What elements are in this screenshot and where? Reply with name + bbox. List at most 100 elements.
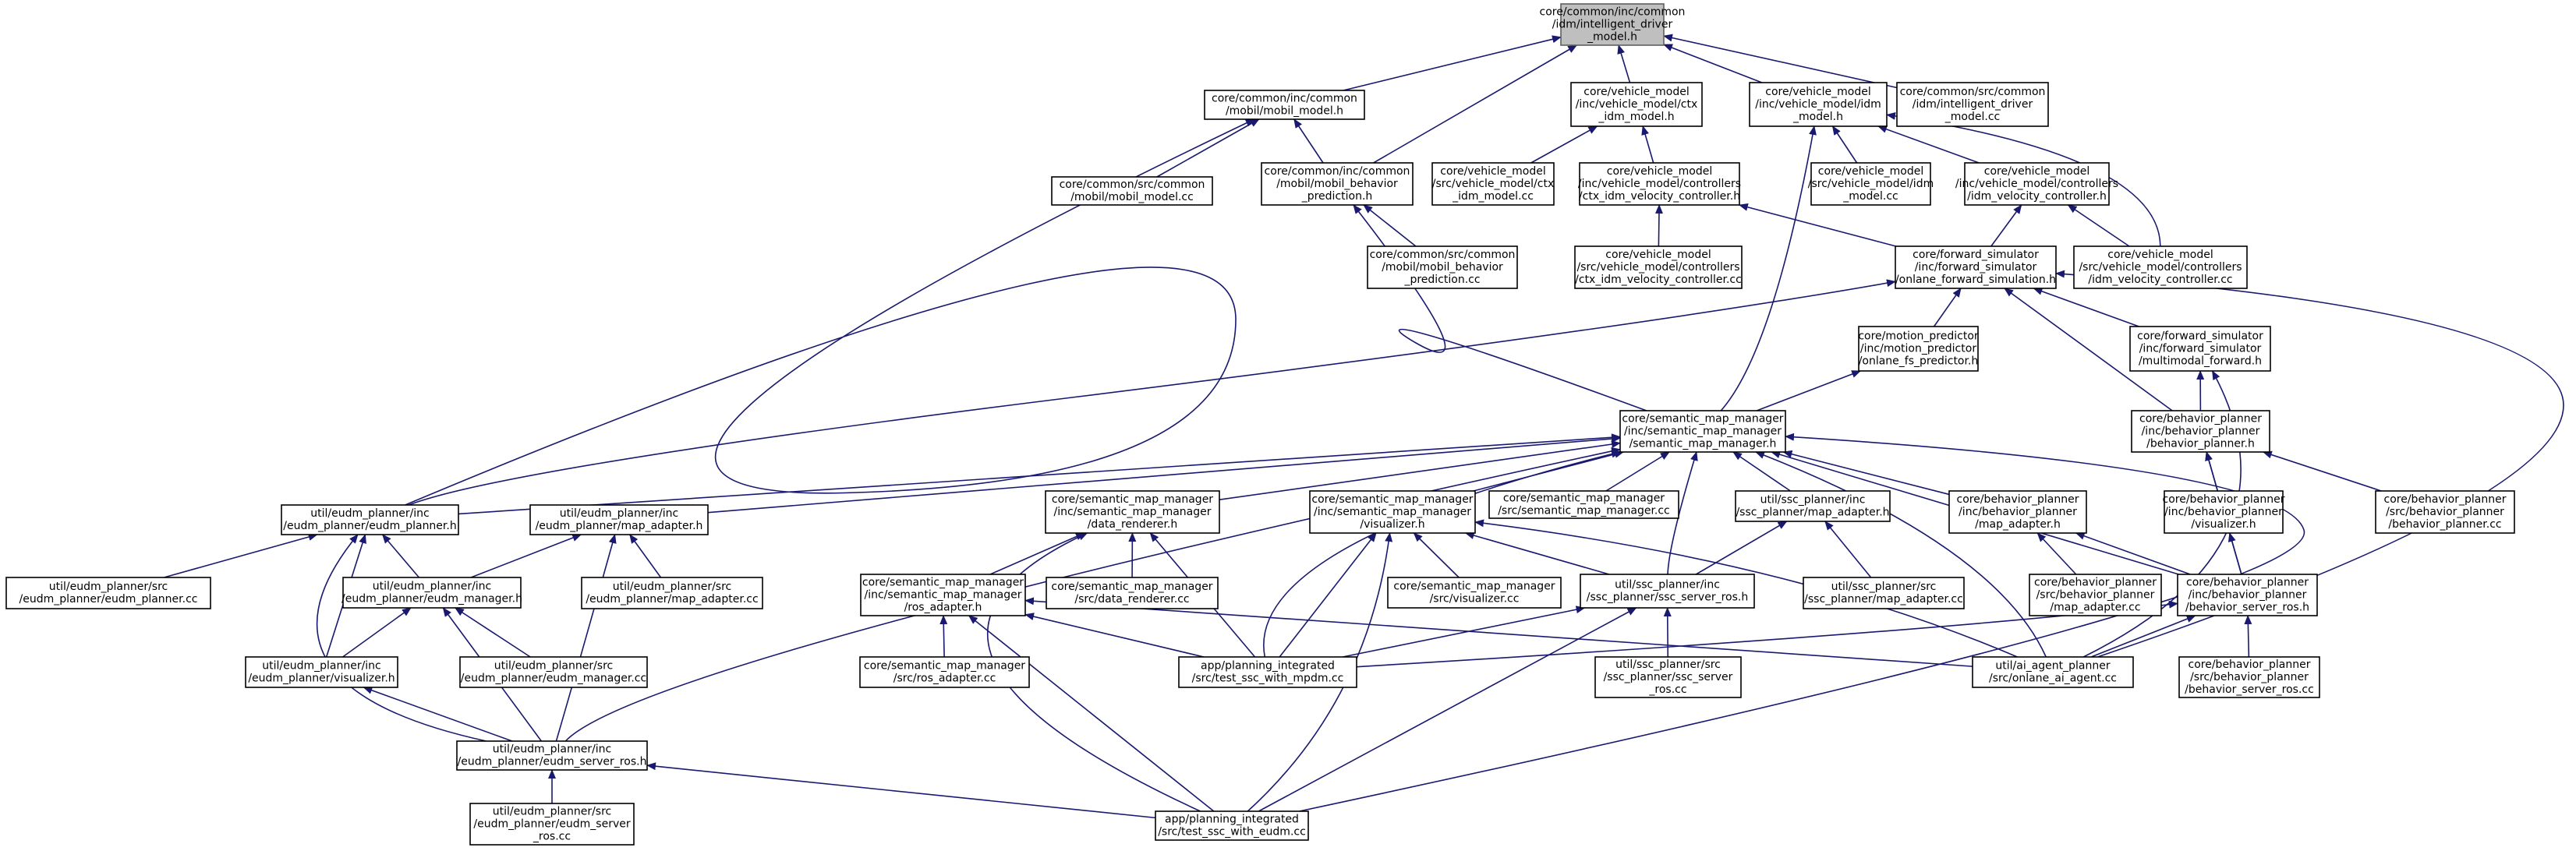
node-label-line: util/eudm_planner/inc <box>262 660 381 673</box>
node-bp-map-adapter-cc[interactable]: core/behavior_planner/src/behavior_plann… <box>2029 574 2162 616</box>
edge-eudm_manager_cc-to-eudm_manager_h <box>454 607 531 658</box>
node-test-ssc-mpdm-cc[interactable]: app/planning_integrated/src/test_ssc_wit… <box>1178 656 1357 688</box>
node-eudm-manager-h[interactable]: util/eudm_planner/inc/eudm_planner/eudm_… <box>341 577 522 609</box>
node-eudm-visualizer-h[interactable]: util/eudm_planner/inc/eudm_planner/visua… <box>245 656 398 688</box>
node-bp-visualizer-h[interactable]: core/behavior_planner/inc/behavior_plann… <box>2163 490 2285 534</box>
edge-eudm_visualizer_h-to-eudm_manager_h <box>342 607 412 658</box>
node-data-renderer-h[interactable]: core/semantic_map_manager/inc/semantic_m… <box>1045 490 1220 534</box>
node-box <box>2375 490 2515 534</box>
node-label-line: core/behavior_planner <box>2384 493 2507 506</box>
node-ros-adapter-cc[interactable]: core/semantic_map_manager/src/ros_adapte… <box>859 656 1030 688</box>
node-smm-cc[interactable]: core/semantic_map_manager/src/semantic_m… <box>1488 490 1679 519</box>
edge-idm_cc-to-idm_h <box>1663 34 1898 89</box>
node-label-line: core/semantic_map_manager <box>1052 493 1213 506</box>
node-box <box>859 656 1030 688</box>
edge-test_ssc_eudm_cc-to-eudm_server_ros_h <box>646 762 1156 819</box>
node-ssc-map-adapter-h[interactable]: util/ssc_planner/inc/ssc_planner/map_ada… <box>1735 490 1891 522</box>
node-eudm-server-ros-h[interactable]: util/eudm_planner/inc/eudm_planner/eudm_… <box>456 740 648 771</box>
node-label-line: /ssc_planner/ssc_server_ros.h <box>1587 591 1748 604</box>
node-bp-server-ros-h[interactable]: core/behavior_planner/inc/behavior_plann… <box>2177 574 2318 616</box>
node-box <box>529 504 709 535</box>
node-eudm-server-cc[interactable]: util/eudm_planner/src/eudm_planner/eudm_… <box>469 803 635 846</box>
node-idm-cc[interactable]: core/common/src/common/idm/intelligent_d… <box>1896 82 2049 127</box>
node-eudm-manager-cc[interactable]: util/eudm_planner/src/eudm_planner/eudm_… <box>459 656 648 688</box>
node-box <box>2073 245 2248 289</box>
node-bp-map-adapter-h[interactable]: core/behavior_planner/inc/behavior_plann… <box>1948 490 2087 534</box>
node-bp-h[interactable]: core/behavior_planner/inc/behavior_plann… <box>2131 410 2270 453</box>
node-mobil-pred-cc[interactable]: core/common/src/common/mobil/mobil_behav… <box>1367 245 1518 289</box>
node-ros-adapter-h[interactable]: core/semantic_map_manager/inc/semantic_m… <box>860 574 1026 616</box>
node-ssc-server-ros-h[interactable]: util/ssc_planner/inc/ssc_planner/ssc_ser… <box>1580 574 1755 609</box>
node-eudm-planner-cc[interactable]: util/eudm_planner/src/eudm_planner/eudm_… <box>5 577 211 609</box>
node-mobil-model-cc[interactable]: core/common/src/common/mobil/mobil_model… <box>1051 176 1213 206</box>
node-box <box>1204 90 1365 120</box>
node-data-renderer-cc[interactable]: core/semantic_map_manager/src/data_rende… <box>1046 577 1219 609</box>
node-idm-vel-ctrl-h[interactable]: core/vehicle_model/inc/vehicle_model/con… <box>1955 162 2118 206</box>
node-label-line: /eudm_planner/eudm_server_ros.h <box>458 756 647 768</box>
node-label-line: util/eudm_planner/src <box>494 660 614 673</box>
edge-onlane_fwd_h-to-idm_vel_ctrl_h <box>1990 204 2022 247</box>
node-smm-h[interactable]: core/semantic_map_manager/inc/semantic_m… <box>1619 410 1786 453</box>
node-label-line: /ros_adapter.h <box>904 602 982 614</box>
node-box <box>2131 410 2270 453</box>
node-idm-h[interactable]: core/common/inc/common/idm/intelligent_d… <box>1540 3 1686 46</box>
edge-smm_visualizer_cc-to-smm_visualizer_h <box>1413 532 1460 578</box>
node-test-ssc-eudm-cc[interactable]: app/planning_integrated/src/test_ssc_wit… <box>1155 810 1309 841</box>
node-label-line: /inc/motion_predictor <box>1860 343 1976 355</box>
node-ctx-idm-model-h[interactable]: core/vehicle_model/inc/vehicle_model/ctx… <box>1570 82 1703 127</box>
node-mobil-model-h[interactable]: core/common/inc/common/mobil/mobil_model… <box>1204 90 1365 120</box>
node-box <box>456 740 648 771</box>
edge-eudm_manager_h-to-eudm_planner_h <box>382 534 420 578</box>
node-idm-model-cc[interactable]: core/vehicle_model/src/vehicle_model/idm… <box>1808 162 1934 206</box>
node-label-line: /src/visualizer.cc <box>1430 593 1520 606</box>
node-label-line: /mobil/mobil_behavior <box>1276 178 1398 190</box>
edge-bp_server_ros_h-to-bp_map_adapter_h <box>2075 532 2191 575</box>
node-label-line: core/vehicle_model <box>1605 249 1711 261</box>
node-label-line: core/behavior_planner <box>2139 413 2262 426</box>
node-label-line: _ros.cc <box>1648 683 1686 696</box>
edge-ros_adapter_h-to-data_renderer_h <box>989 532 1085 575</box>
node-smm-visualizer-h[interactable]: core/semantic_map_manager/inc/semantic_m… <box>1309 490 1476 534</box>
node-smm-visualizer-cc[interactable]: core/semantic_map_manager/src/visualizer… <box>1387 577 1562 609</box>
node-ctx-idm-model-cc[interactable]: core/vehicle_model/src/vehicle_model/ctx… <box>1431 162 1555 206</box>
node-label-line: /inc/vehicle_model/idm <box>1755 98 1881 111</box>
node-label-line: /behavior_planner.cc <box>2388 518 2501 531</box>
node-label-line: /ctx_idm_velocity_controller.h <box>1579 190 1740 203</box>
edge-test_ssc_mpdm_cc-to-ssc_server_ros_h <box>1342 606 1586 658</box>
node-label-line: util/ssc_planner/inc <box>1760 494 1866 507</box>
node-box <box>1749 82 1888 127</box>
node-mobil-pred-h[interactable]: core/common/inc/common/mobil/mobil_behav… <box>1261 162 1414 206</box>
node-multimodal-fwd-h[interactable]: core/forward_simulator/inc/forward_simul… <box>2129 326 2271 372</box>
edge-bp_server_ros_cc-to-bp_server_ros_h <box>2244 615 2252 658</box>
node-onlane-fs-pred-h[interactable]: core/motion_predictor/inc/motion_predict… <box>1858 326 1979 372</box>
node-idm-vel-ctrl-cc[interactable]: core/vehicle_model/src/vehicle_model/con… <box>2073 245 2248 289</box>
node-eudm-map-adapter-h[interactable]: util/eudm_planner/inc/eudm_planner/map_a… <box>529 504 709 535</box>
node-box <box>1574 245 1743 289</box>
node-label-line: core/semantic_map_manager <box>1051 581 1212 593</box>
node-ctx-vel-ctrl-cc[interactable]: core/vehicle_model/src/vehicle_model/con… <box>1574 245 1743 289</box>
edge-bp_cc-to-bp_h <box>2262 450 2382 492</box>
node-label-line: _model.cc <box>1944 111 2000 123</box>
node-onlane-fwd-h[interactable]: core/forward_simulator/inc/forward_simul… <box>1895 245 2057 289</box>
node-label-line: core/vehicle_model <box>1607 165 1713 178</box>
node-label-line: core/motion_predictor <box>1858 330 1979 343</box>
node-box <box>1580 574 1755 609</box>
node-box <box>1178 656 1357 688</box>
node-ctx-vel-ctrl-h[interactable]: core/vehicle_model/inc/vehicle_model/con… <box>1578 162 1741 206</box>
node-box <box>5 577 211 609</box>
edge-bp_server_ros_h-to-bp_visualizer_h <box>2227 532 2242 575</box>
node-eudm-map-adapter-cc[interactable]: util/eudm_planner/src/eudm_planner/map_a… <box>581 577 763 609</box>
node-ssc-map-adapter-cc[interactable]: util/ssc_planner/src/ssc_planner/map_ada… <box>1803 577 1965 609</box>
node-box <box>1488 490 1679 519</box>
node-eudm-planner-h[interactable]: util/eudm_planner/inc/eudm_planner/eudm_… <box>281 504 459 535</box>
node-bp-cc[interactable]: core/behavior_planner/src/behavior_plann… <box>2375 490 2515 534</box>
node-onlane-ai-agent-cc[interactable]: util/ai_agent_planner/src/onlane_ai_agen… <box>1972 656 2134 688</box>
edge-onlane_ai_agent_cc-to-onlane_fwd_h <box>2055 270 2564 658</box>
node-label-line: util/eudm_planner/src <box>49 581 168 593</box>
node-idm-model-h[interactable]: core/vehicle_model/inc/vehicle_model/idm… <box>1749 82 1888 127</box>
node-label-line: /multimodal_forward.h <box>2139 355 2262 368</box>
node-ssc-server-cc[interactable]: util/ssc_planner/src/ssc_planner/ssc_ser… <box>1594 656 1742 698</box>
node-box <box>581 577 763 609</box>
node-bp-server-ros-cc[interactable]: core/behavior_planner/src/behavior_plann… <box>2178 656 2320 698</box>
node-label-line: /inc/semantic_map_manager <box>1624 426 1782 438</box>
